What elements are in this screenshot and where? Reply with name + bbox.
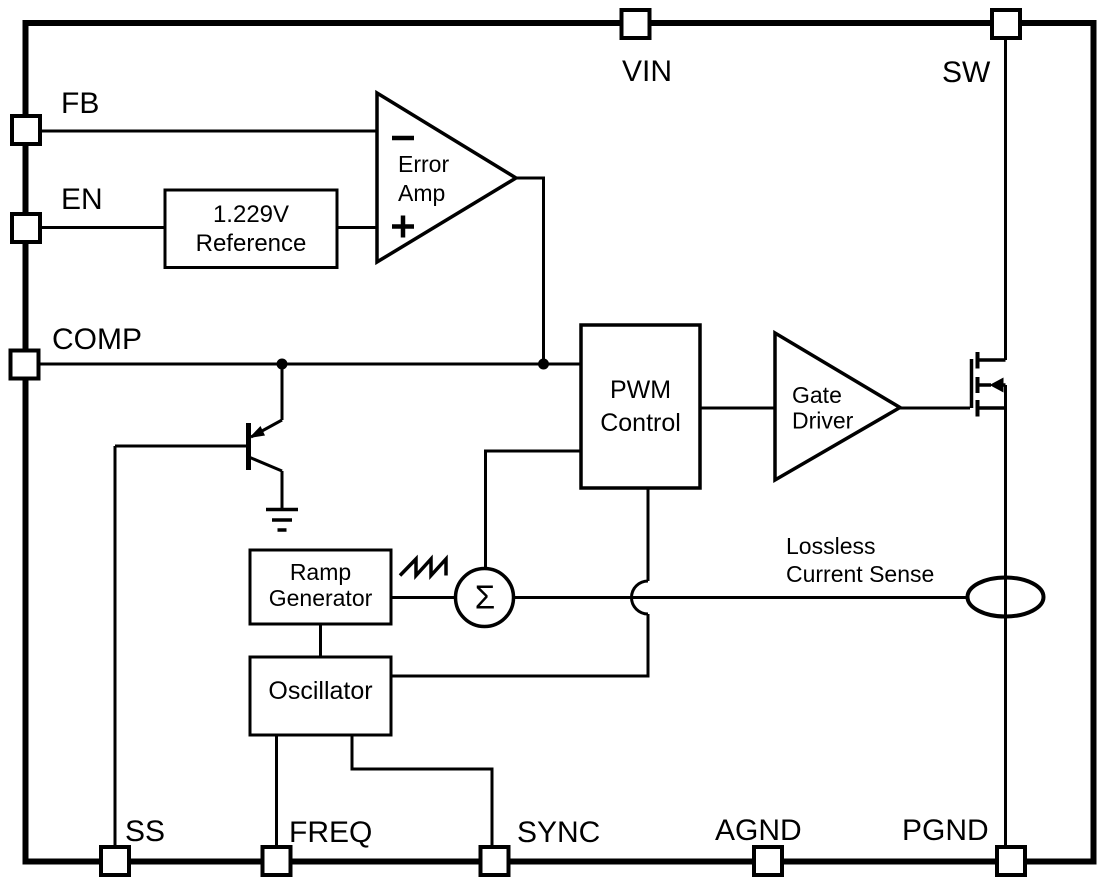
svg-text:Driver: Driver (792, 408, 854, 434)
svg-text:Error: Error (398, 151, 449, 177)
svg-text:EN: EN (61, 183, 103, 216)
svg-text:COMP: COMP (52, 323, 142, 356)
svg-text:Control: Control (600, 409, 681, 437)
svg-text:AGND: AGND (715, 814, 802, 847)
svg-text:FREQ: FREQ (289, 816, 372, 849)
svg-text:PGND: PGND (902, 814, 989, 847)
svg-text:Current Sense: Current Sense (786, 561, 934, 587)
svg-text:VIN: VIN (622, 55, 672, 88)
svg-text:PWM: PWM (610, 376, 671, 404)
svg-text:Ramp: Ramp (290, 559, 351, 585)
svg-text:Generator: Generator (269, 585, 373, 611)
svg-text:Lossless: Lossless (786, 533, 875, 559)
svg-text:Gate: Gate (792, 382, 842, 408)
svg-text:SS: SS (125, 815, 165, 848)
svg-text:FB: FB (61, 87, 99, 120)
svg-text:Oscillator: Oscillator (268, 677, 372, 705)
svg-text:Reference: Reference (196, 230, 307, 257)
svg-text:1.229V: 1.229V (213, 201, 289, 228)
svg-text:SYNC: SYNC (517, 816, 600, 849)
svg-text:SW: SW (942, 56, 991, 89)
svg-text:Amp: Amp (398, 180, 445, 206)
svg-text:Σ: Σ (475, 579, 495, 616)
